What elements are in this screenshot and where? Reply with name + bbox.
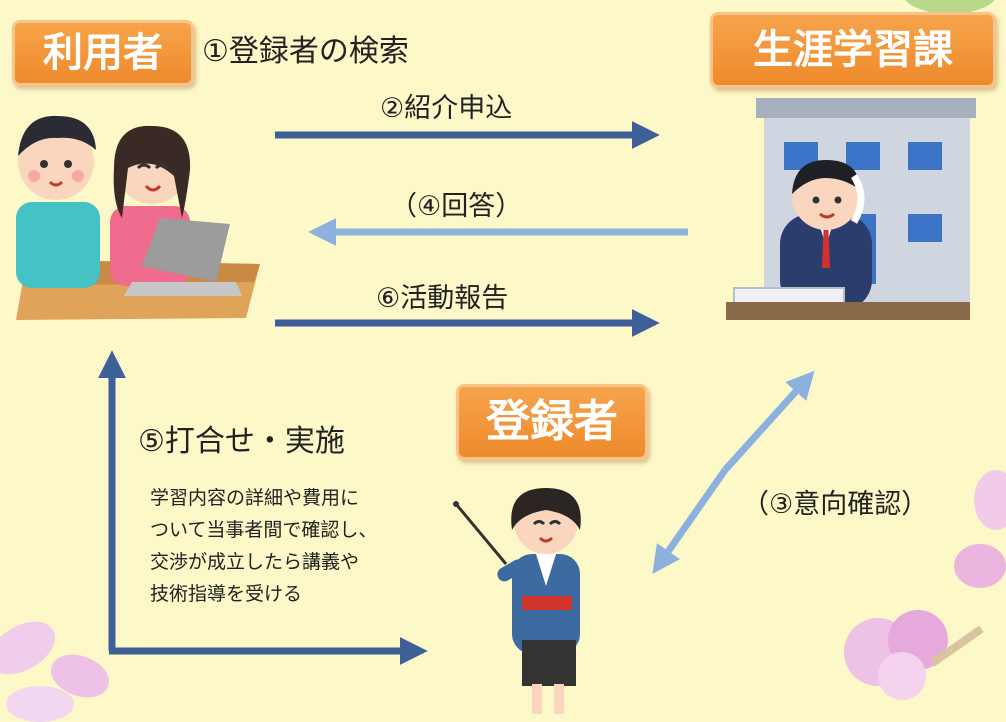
actor-tag-office: 生涯学習課: [710, 12, 996, 88]
office-illustration: [726, 98, 976, 320]
note-line: 学習内容の詳細や費用に: [150, 487, 360, 509]
registrant-illustration: [453, 488, 581, 714]
step5-label: ⑤打合せ・実施: [138, 424, 345, 459]
step1-label: ①登録者の検索: [202, 34, 409, 69]
step3-label: （③意向確認）: [742, 489, 929, 520]
users-illustration: [16, 115, 260, 320]
note-line: ついて当事者間で確認し、: [150, 519, 378, 541]
step5-description: 学習内容の詳細や費用に ついて当事者間で確認し、 交渉が成立したら講義や 技術指…: [150, 482, 377, 610]
leaf-decoration: [905, 0, 995, 14]
step4-label: （④回答）: [390, 191, 523, 222]
arrow-step3-to-office: [722, 370, 815, 473]
note-line: 技術指導を受ける: [150, 583, 303, 605]
note-line: 交渉が成立したら講義や: [150, 551, 360, 573]
arrow-step3-to-registrant: [652, 467, 728, 575]
blossom-decoration-left: [0, 621, 110, 722]
step6-label: ⑥活動報告: [376, 283, 509, 314]
blossom-decoration-right: [844, 470, 1006, 700]
actor-tag-user: 利用者: [12, 20, 194, 86]
actor-tag-registrant: 登録者: [456, 384, 648, 460]
step2-label: ②紹介申込: [380, 93, 513, 124]
